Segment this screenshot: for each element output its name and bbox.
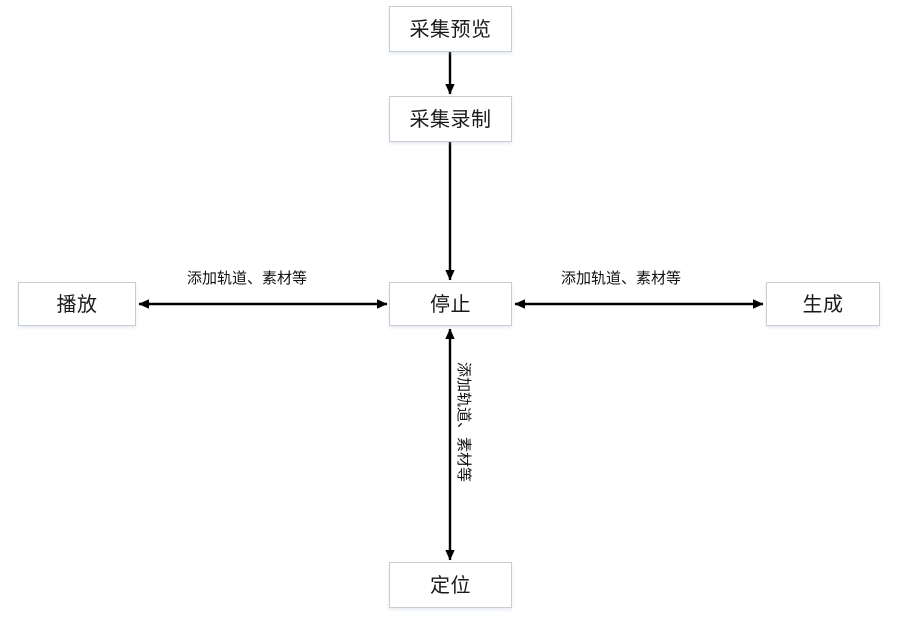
node-stop[interactable]: 停止 xyxy=(389,282,512,326)
node-capture-preview[interactable]: 采集预览 xyxy=(389,6,512,52)
edge-label-stop-locate: 添加轨道、素材等 xyxy=(455,362,473,483)
edge-label-play-stop: 添加轨道、素材等 xyxy=(187,269,308,287)
node-generate[interactable]: 生成 xyxy=(766,282,880,326)
node-locate-label: 定位 xyxy=(430,573,471,597)
node-play[interactable]: 播放 xyxy=(18,282,136,326)
node-play-label: 播放 xyxy=(56,292,98,316)
node-capture-record[interactable]: 采集录制 xyxy=(389,96,512,142)
node-capture-preview-label: 采集预览 xyxy=(409,17,492,41)
node-capture-record-label: 采集录制 xyxy=(409,107,492,131)
node-generate-label: 生成 xyxy=(802,292,844,316)
node-locate[interactable]: 定位 xyxy=(389,562,512,608)
node-stop-label: 停止 xyxy=(430,292,471,316)
edge-label-stop-generate: 添加轨道、素材等 xyxy=(561,269,682,287)
